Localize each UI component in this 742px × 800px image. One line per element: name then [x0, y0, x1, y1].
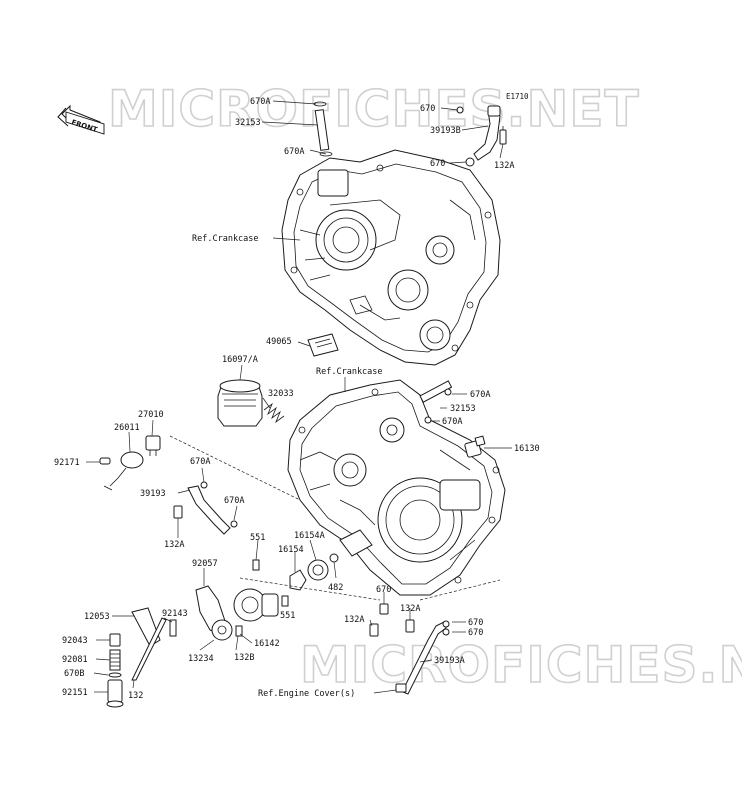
label-16130: 16130 — [514, 444, 540, 454]
watermark-top: MICROFICHES.NET — [108, 80, 640, 138]
leader-lines — [86, 100, 512, 694]
label-670-b1: 670 — [376, 585, 391, 595]
label-670-b2: 670 — [468, 618, 483, 628]
label-132A-r: 132A — [494, 161, 514, 171]
pipe-32153-top-illustration — [313, 101, 333, 157]
label-670A-top: 670A — [250, 97, 270, 107]
oil-pump-rotor-illustration — [252, 553, 339, 607]
label-39193A: 39193A — [434, 656, 465, 666]
part-labels: 670A 32153 670A 670 39193B 670 132A Ref.… — [54, 97, 540, 701]
label-32153-m: 32153 — [450, 404, 476, 414]
front-arrow-icon: FRONT — [57, 104, 105, 135]
label-670-r2: 670 — [430, 159, 445, 169]
label-49065: 49065 — [266, 337, 292, 347]
pipe-32153-middle-illustration — [419, 380, 453, 424]
label-39193B: 39193B — [430, 126, 461, 136]
label-plate-49065-illustration — [307, 333, 339, 357]
label-92143: 92143 — [162, 609, 188, 619]
ref-crankcase-1: Ref.Crankcase — [192, 234, 259, 244]
label-132A-b2: 132A — [344, 615, 364, 625]
label-551-b: 551 — [280, 611, 295, 621]
crankcase-upper-illustration — [281, 149, 501, 366]
label-26011: 26011 — [114, 423, 140, 433]
label-670A-m1: 670A — [470, 390, 490, 400]
ref-engine-cover: Ref.Engine Cover(s) — [258, 689, 355, 699]
label-92081: 92081 — [62, 655, 88, 665]
spring-32033-illustration — [263, 402, 285, 424]
label-670A-l2: 670A — [224, 496, 244, 506]
bottom-left-fasteners-illustration — [106, 617, 243, 708]
pipe-39193-illustration — [173, 481, 238, 535]
label-92043: 92043 — [62, 636, 88, 646]
ref-crankcase-2: Ref.Crankcase — [316, 367, 383, 377]
label-92171: 92171 — [54, 458, 80, 468]
label-92151: 92151 — [62, 688, 88, 698]
label-670A-l1: 670A — [190, 457, 210, 467]
label-16154: 16154 — [278, 545, 304, 555]
label-16097A: 16097/A — [222, 355, 258, 365]
label-132A-l: 132A — [164, 540, 184, 550]
pipe-39193A-illustration — [369, 603, 450, 695]
breather-16130-illustration — [464, 435, 486, 458]
label-32033: 32033 — [268, 389, 294, 399]
oil-pressure-switch-illustration — [99, 435, 161, 491]
label-16142: 16142 — [254, 639, 280, 649]
watermark-bottom: MICROFICHES.NET — [300, 636, 742, 694]
label-482: 482 — [328, 583, 343, 593]
crankcase-lower-illustration — [287, 379, 506, 596]
label-27010: 27010 — [138, 410, 164, 420]
label-13234: 13234 — [188, 654, 214, 664]
label-16154A: 16154A — [294, 531, 325, 541]
label-670A-m2: 670A — [442, 417, 462, 427]
oil-filter-illustration — [217, 379, 263, 427]
label-670B: 670B — [64, 669, 84, 679]
label-132B: 132B — [234, 653, 254, 663]
label-670A-top2: 670A — [284, 147, 304, 157]
label-132: 132 — [128, 691, 143, 701]
label-132A-b1: 132A — [400, 604, 420, 614]
label-12053: 12053 — [84, 612, 110, 622]
label-39193: 39193 — [140, 489, 166, 499]
label-670-b3: 670 — [468, 628, 483, 638]
figure-code: E1710 — [506, 92, 529, 101]
label-92057: 92057 — [192, 559, 218, 569]
label-551-a: 551 — [250, 533, 265, 543]
label-670-r1: 670 — [420, 104, 435, 114]
label-32153-top: 32153 — [235, 118, 261, 128]
